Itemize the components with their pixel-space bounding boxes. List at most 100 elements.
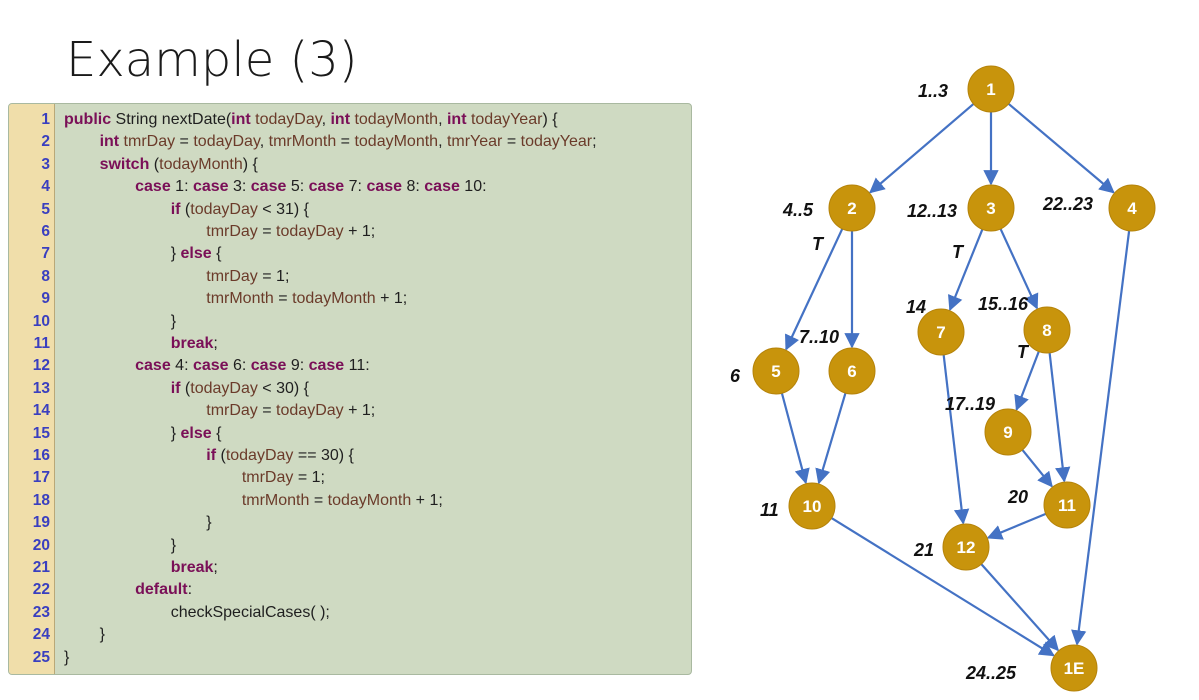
line-number: 13 bbox=[32, 379, 50, 397]
code-token: String nextDate( bbox=[111, 111, 232, 128]
code-token: 10: bbox=[459, 178, 487, 196]
code-line: } else { bbox=[64, 245, 222, 263]
code-token: = bbox=[336, 133, 355, 151]
node-line-range: 20 bbox=[1007, 487, 1028, 507]
node-6 bbox=[828, 347, 876, 395]
code-token: ( bbox=[216, 447, 226, 464]
slide-title: Example (3) bbox=[66, 32, 358, 88]
code-token: int bbox=[330, 111, 351, 128]
code-token: default bbox=[135, 581, 188, 599]
code-token: int bbox=[446, 111, 467, 128]
code-token: tmrDay bbox=[206, 223, 258, 240]
node-line-range: 24..25 bbox=[965, 663, 1017, 683]
code-token: = bbox=[257, 402, 277, 420]
code-body: public String nextDate(int todayDay, int… bbox=[64, 104, 691, 674]
code-token: } bbox=[64, 626, 105, 644]
line-number: 16 bbox=[32, 447, 50, 464]
code-token: else bbox=[180, 424, 212, 442]
code-token: } bbox=[64, 424, 181, 442]
node-label: 10 bbox=[803, 497, 822, 516]
code-token: todayMonth bbox=[159, 155, 243, 173]
node-line-range: 1..3 bbox=[918, 81, 948, 101]
code-token: = 1; bbox=[257, 267, 290, 285]
line-number: 23 bbox=[32, 603, 50, 621]
code-token: else bbox=[180, 245, 212, 263]
code-line: checkSpecialCases( ); bbox=[64, 604, 330, 622]
edge-label-true: T bbox=[952, 242, 965, 262]
code-token: 8: bbox=[402, 178, 425, 196]
code-token: 7: bbox=[344, 178, 367, 196]
edge-10-1E bbox=[830, 517, 1055, 657]
code-token: tmrMonth bbox=[206, 290, 274, 308]
line-number: 15 bbox=[32, 424, 50, 442]
code-token: = bbox=[502, 133, 521, 151]
code-token: tmrDay bbox=[206, 402, 258, 420]
node-12 bbox=[942, 523, 990, 571]
code-token: + 1; bbox=[375, 290, 408, 308]
code-token: = bbox=[257, 223, 277, 240]
code-token: tmrDay bbox=[241, 469, 294, 487]
code-token: public bbox=[64, 111, 112, 128]
code-token: = bbox=[309, 491, 328, 509]
code-token: + 1; bbox=[343, 402, 376, 420]
code-token: todayDay bbox=[276, 223, 344, 240]
code-token: todayDay bbox=[190, 200, 258, 218]
code-token: } bbox=[64, 312, 177, 330]
node-label: 8 bbox=[1042, 321, 1051, 340]
node-label: 1E bbox=[1064, 659, 1085, 678]
node-line-range: 4..5 bbox=[782, 200, 814, 220]
line-number: 4 bbox=[41, 178, 50, 196]
code-line: if (todayDay < 31) { bbox=[64, 201, 309, 219]
edge-1-4 bbox=[1007, 102, 1115, 194]
code-token: case bbox=[308, 178, 345, 196]
code-token: = 1; bbox=[293, 469, 325, 487]
code-token: todayYear bbox=[520, 133, 593, 151]
line-number: 20 bbox=[32, 536, 50, 554]
code-token: case bbox=[308, 357, 345, 375]
node-line-range: 22..23 bbox=[1042, 194, 1093, 214]
code-token: 3: bbox=[228, 178, 251, 196]
edge-11-12 bbox=[986, 512, 1047, 540]
line-number: 12 bbox=[32, 357, 50, 375]
code-token: case bbox=[424, 178, 460, 196]
code-line: case 1: case 3: case 5: case 7: case 8: … bbox=[64, 178, 487, 196]
code-token: todayMonth bbox=[354, 133, 439, 151]
code-token: < 31) { bbox=[257, 200, 309, 218]
line-number: 6 bbox=[41, 223, 50, 240]
code-token: int bbox=[231, 111, 251, 128]
code-token: todayDay bbox=[193, 133, 260, 151]
code-token: break bbox=[170, 335, 214, 352]
code-token: tmrMonth bbox=[268, 133, 337, 151]
code-line: tmrMonth = todayMonth + 1; bbox=[64, 290, 407, 308]
line-number: 11 bbox=[33, 335, 50, 352]
node-9 bbox=[984, 408, 1032, 456]
code-token: , bbox=[259, 133, 269, 151]
code-token: , bbox=[438, 133, 447, 151]
code-token: 6: bbox=[228, 357, 251, 375]
edge-8-9 bbox=[1014, 351, 1040, 412]
node-1 bbox=[967, 65, 1015, 113]
node-label: 7 bbox=[936, 323, 945, 342]
node-2 bbox=[828, 184, 876, 232]
line-number: 22 bbox=[32, 581, 50, 599]
code-token: + 1; bbox=[343, 223, 376, 240]
edge-4-1E bbox=[1071, 230, 1131, 646]
edge-label-true: T bbox=[1017, 342, 1030, 362]
code-token: case bbox=[366, 178, 403, 196]
code-token: switch bbox=[99, 155, 150, 173]
code-token: case bbox=[135, 178, 171, 196]
code-token: ; bbox=[213, 559, 218, 576]
code-token: 4: bbox=[170, 357, 193, 375]
line-number: 17 bbox=[32, 469, 50, 487]
code-line: } bbox=[64, 626, 105, 644]
edge-3-7 bbox=[948, 228, 984, 312]
code-token: case bbox=[250, 357, 287, 375]
code-token: checkSpecialCases( ); bbox=[64, 603, 330, 621]
edge-3-8 bbox=[999, 228, 1039, 310]
code-token: todayDay bbox=[250, 111, 322, 128]
line-number: 21 bbox=[32, 559, 50, 576]
edge-1-2 bbox=[869, 103, 975, 194]
code-token: tmrMonth bbox=[241, 491, 310, 509]
code-line: public String nextDate(int todayDay, int… bbox=[64, 111, 558, 129]
node-line-range: 7..10 bbox=[799, 327, 839, 347]
